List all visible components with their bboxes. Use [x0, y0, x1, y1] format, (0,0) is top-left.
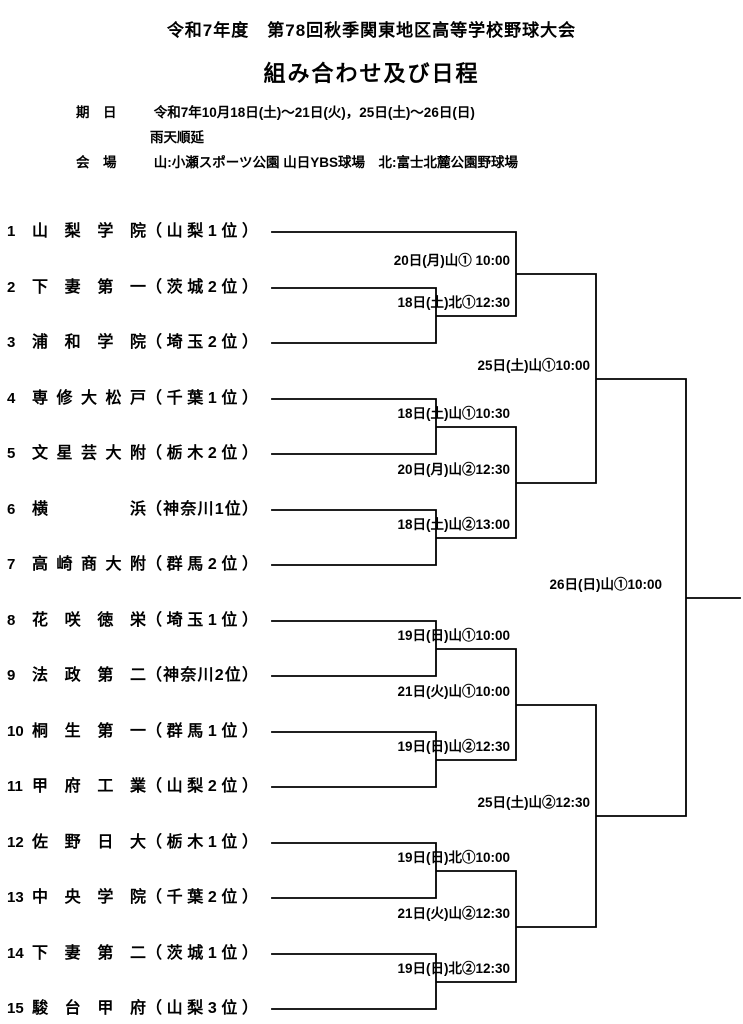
team-number: 12 [7, 834, 24, 851]
team-row-1: 1 山梨学院（山梨1位） [7, 220, 258, 244]
team-row-9: 9 法政第二（神奈川2位） [7, 664, 258, 688]
team-number: 13 [7, 889, 24, 906]
team-number: 2 [7, 279, 16, 296]
team-name: 中央学院 [32, 889, 146, 906]
team-name: 横浜 [32, 501, 146, 518]
team-row-3: 3 浦和学院（埼玉2位） [7, 331, 258, 355]
page-subtitle: 組み合わせ及び日程 [263, 61, 480, 86]
team-number: 11 [7, 778, 23, 795]
team-row-6: 6 横浜（神奈川1位） [7, 498, 258, 522]
date-label: 期 日 [76, 105, 117, 120]
team-number: 6 [7, 501, 16, 518]
match-label: 18日(土)山②13:00 [397, 517, 510, 532]
team-name: 駿台甲府 [32, 1000, 146, 1017]
team-row-10: 10 桐生第一（群馬1位） [7, 720, 258, 744]
team-seed: （群馬1位） [146, 723, 258, 740]
team-name: 下妻第二 [32, 945, 146, 962]
team-name: 下妻第一 [32, 279, 146, 296]
venue-value: 山:小瀬スポーツ公園 山日YBS球場 北:富士北麓公園野球場 [153, 155, 518, 170]
team-seed: （茨城2位） [146, 279, 258, 296]
venue-label: 会 場 [76, 155, 117, 170]
team-seed: （埼玉2位） [146, 334, 258, 351]
date-value: 令和7年10月18日(土)～21日(火)，25日(土)～26日(日) [153, 105, 475, 120]
team-seed: （埼玉1位） [146, 612, 258, 629]
venue-row: 会 場 山:小瀬スポーツ公園 山日YBS球場 北:富士北麓公園野球場 [76, 151, 518, 171]
team-seed: （山梨2位） [146, 778, 258, 795]
team-number: 4 [7, 390, 16, 407]
team-name: 佐野日大 [32, 834, 146, 851]
team-name: 法政第二 [32, 667, 146, 684]
team-seed: （千葉1位） [146, 390, 258, 407]
team-row-8: 8 花咲徳栄（埼玉1位） [7, 609, 258, 633]
team-seed: （神奈川1位） [146, 501, 258, 518]
team-row-12: 12 佐野日大（栃木1位） [7, 831, 258, 855]
team-row-11: 11 甲府工業（山梨2位） [7, 775, 258, 799]
team-name: 甲府工業 [32, 778, 146, 795]
team-name: 花咲徳栄 [32, 612, 146, 629]
team-seed: （栃木2位） [146, 445, 258, 462]
team-number: 9 [7, 667, 16, 684]
match-label: 18日(土)北①12:30 [397, 295, 510, 310]
team-number: 14 [7, 945, 24, 962]
match-label: 20日(月)山① 10:00 [393, 253, 510, 268]
bracket-path [271, 231, 741, 1010]
match-label: 19日(日)山①10:00 [397, 628, 510, 643]
team-seed: （群馬2位） [146, 556, 258, 573]
team-name: 文星芸大附 [32, 445, 146, 462]
match-label: 26日(日)山①10:00 [549, 577, 662, 592]
team-seed: （神奈川2位） [146, 667, 258, 684]
match-label: 25日(土)山②12:30 [477, 795, 590, 810]
team-row-5: 5 文星芸大附（栃木2位） [7, 442, 258, 466]
team-name: 山梨学院 [32, 223, 146, 240]
team-seed: （山梨1位） [146, 223, 258, 240]
match-label: 21日(火)山①10:00 [397, 684, 510, 699]
team-number: 5 [7, 445, 16, 462]
team-number: 7 [7, 556, 16, 573]
team-row-2: 2 下妻第一（茨城2位） [7, 276, 258, 300]
team-row-7: 7 高崎商大附（群馬2位） [7, 553, 258, 577]
team-name: 高崎商大附 [32, 556, 146, 573]
team-number: 15 [7, 1000, 24, 1017]
team-name: 専修大松戸 [32, 390, 146, 407]
match-label: 25日(土)山①10:00 [477, 358, 590, 373]
match-label: 19日(日)北①10:00 [397, 850, 510, 865]
team-number: 3 [7, 334, 16, 351]
team-number: 1 [7, 223, 16, 240]
match-label: 19日(日)北②12:30 [397, 961, 510, 976]
team-seed: （栃木1位） [146, 834, 258, 851]
team-seed: （千葉2位） [146, 889, 258, 906]
match-label: 21日(火)山②12:30 [397, 906, 510, 921]
match-label: 20日(月)山②12:30 [397, 462, 510, 477]
date-row: 期 日 令和7年10月18日(土)～21日(火)，25日(土)～26日(日) [76, 101, 475, 121]
team-seed: （茨城1位） [146, 945, 258, 962]
team-name: 桐生第一 [32, 723, 146, 740]
team-number: 10 [7, 723, 24, 740]
match-label: 19日(日)山②12:30 [397, 739, 510, 754]
team-name: 浦和学院 [32, 334, 146, 351]
team-row-13: 13 中央学院（千葉2位） [7, 886, 258, 910]
team-row-4: 4 専修大松戸（千葉1位） [7, 387, 258, 411]
rain-note: 雨天順延 [150, 130, 204, 145]
team-row-14: 14 下妻第二（茨城1位） [7, 942, 258, 966]
tournament-title: 令和7年度 第78回秋季関東地区高等学校野球大会 [166, 21, 577, 40]
team-seed: （山梨3位） [146, 1000, 258, 1017]
match-label: 18日(土)山①10:30 [397, 406, 510, 421]
team-row-15: 15 駿台甲府（山梨3位） [7, 997, 258, 1021]
team-number: 8 [7, 612, 16, 629]
